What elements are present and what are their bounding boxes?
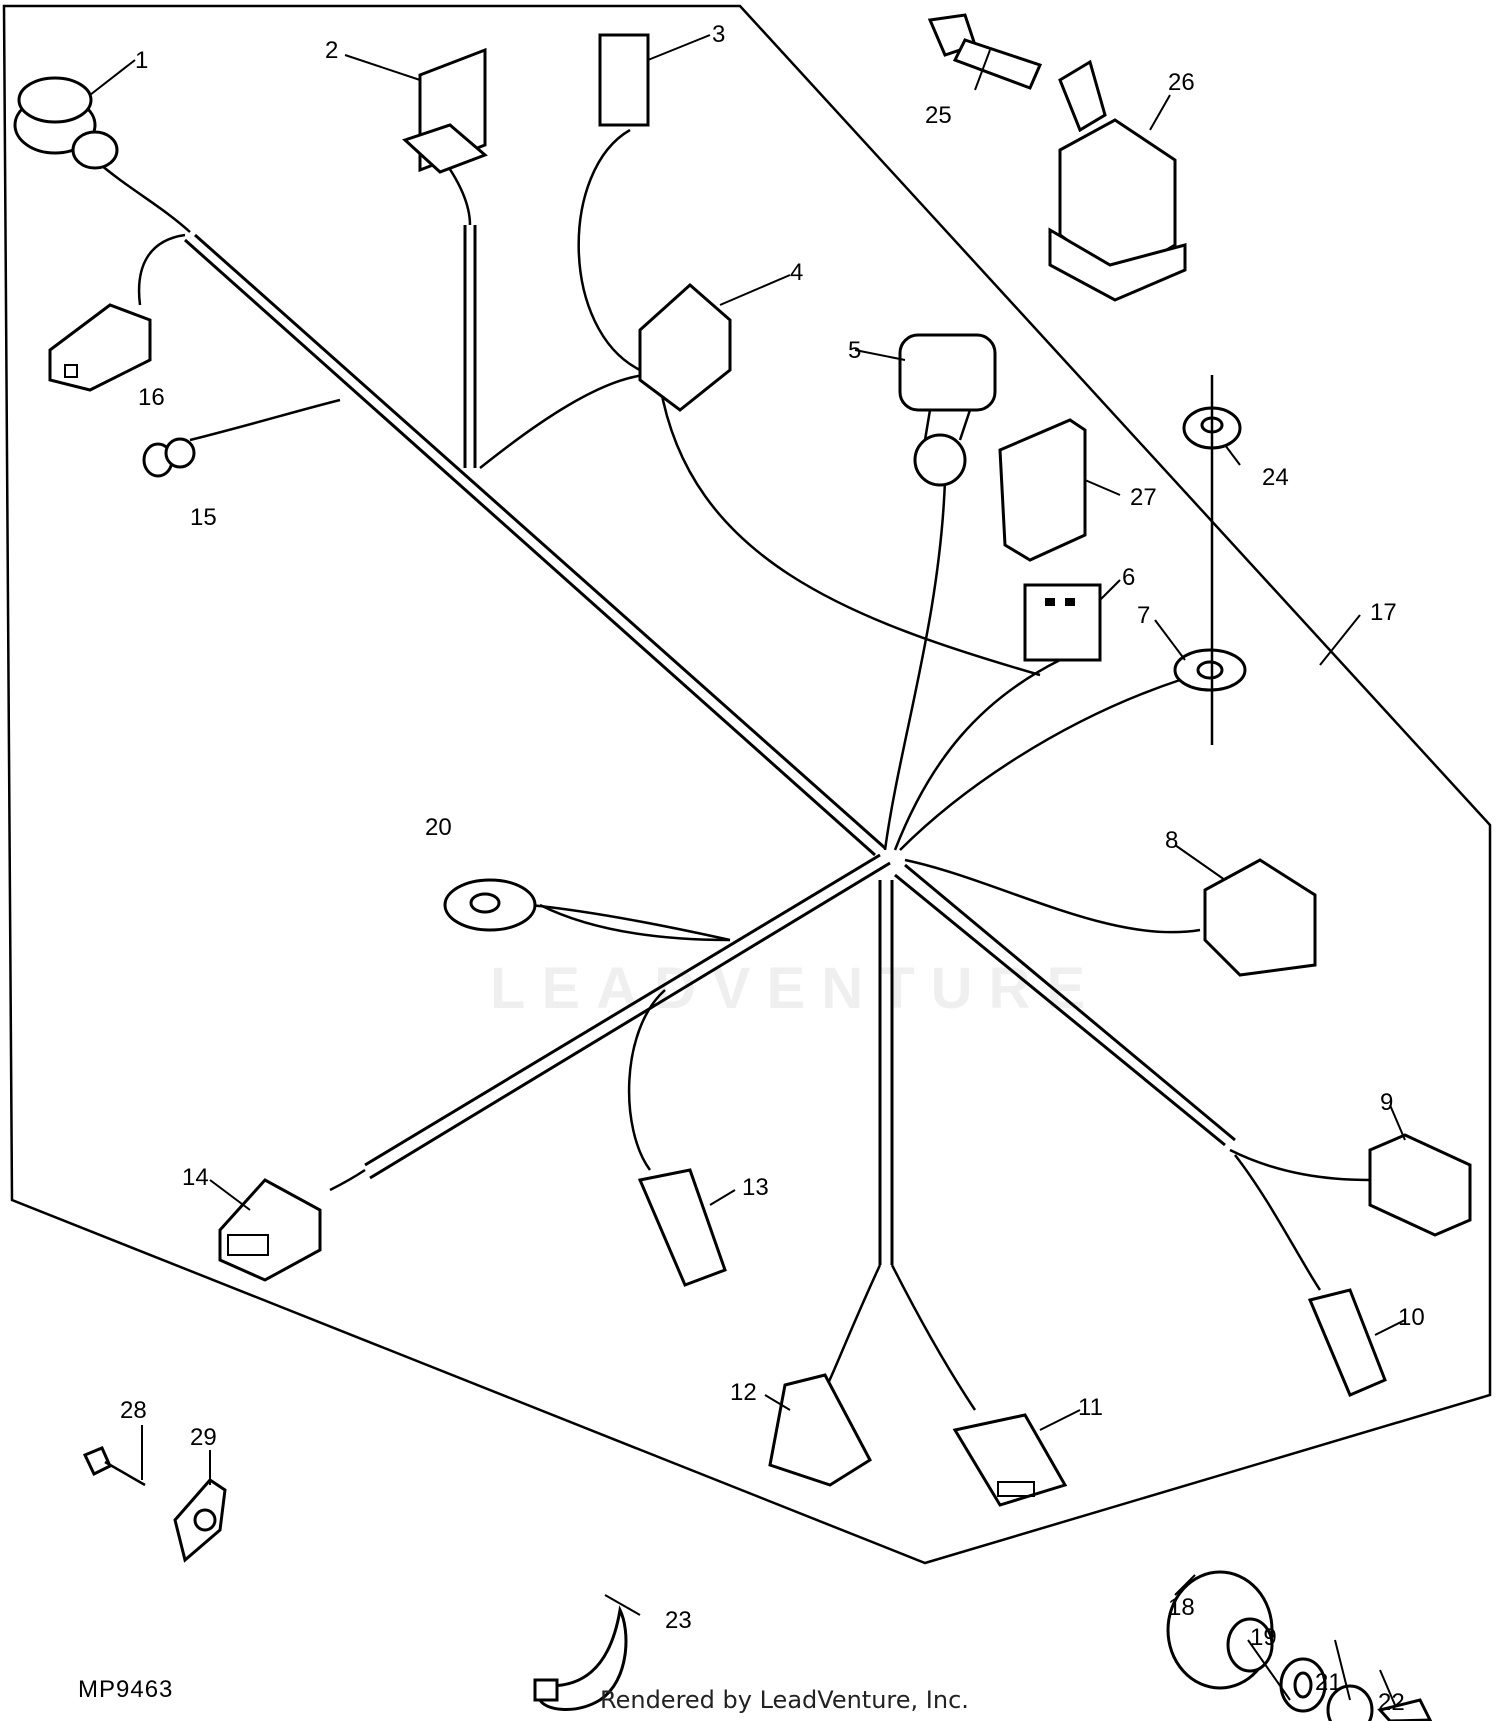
part-14-connector — [218, 1178, 322, 1282]
harness-trunk — [184, 225, 1236, 1265]
part-4-connector-block — [638, 282, 732, 412]
part-10-connector — [1307, 1288, 1387, 1397]
part-9-connector — [1368, 1133, 1472, 1237]
callout-16: 16 — [138, 384, 165, 411]
harness-group-outline — [2, 4, 1492, 1565]
callout-21: 21 — [1315, 1669, 1342, 1696]
callout-6: 6 — [1122, 564, 1135, 591]
callout-labels: 1 2 3 4 5 6 7 8 9 10 11 12 13 14 15 16 1… — [120, 21, 1425, 1716]
part-21-lock-washer — [1326, 1684, 1374, 1721]
part-12-connector — [768, 1373, 872, 1487]
part-3-connector — [598, 33, 650, 127]
callout-9: 9 — [1380, 1089, 1393, 1116]
part-22-key — [1377, 1698, 1433, 1721]
part-27-relay — [998, 418, 1087, 562]
callout-27: 27 — [1130, 484, 1157, 511]
callout-1: 1 — [135, 47, 148, 74]
part-19-nut — [1279, 1657, 1327, 1713]
callout-11: 11 — [1078, 1394, 1103, 1421]
callout-25: 25 — [925, 102, 952, 129]
callout-28: 28 — [120, 1397, 147, 1424]
part-11-connector — [952, 1413, 1068, 1507]
leader-lines — [89, 34, 1406, 1706]
part-24-nut — [1182, 375, 1242, 745]
callout-23: 23 — [665, 1607, 692, 1634]
callout-14: 14 — [182, 1164, 209, 1191]
callout-5: 5 — [848, 337, 861, 364]
part-25-bolt — [927, 13, 1043, 90]
callout-10: 10 — [1398, 1304, 1425, 1331]
callout-4: 4 — [790, 259, 803, 286]
part-20-ring-terminal — [443, 878, 537, 932]
callout-20: 20 — [425, 814, 452, 841]
part-7-ring-terminal — [1173, 648, 1247, 692]
part-26-relay-with-bracket — [1048, 59, 1187, 302]
callout-29: 29 — [190, 1424, 217, 1451]
part-1-cap-terminal — [13, 76, 119, 170]
part-23-wire-clip — [533, 1605, 628, 1711]
part-18-ignition-switch — [1166, 1570, 1274, 1690]
callout-2: 2 — [325, 37, 338, 64]
callout-26: 26 — [1168, 69, 1195, 96]
part-29-star-washer — [173, 1478, 227, 1563]
callout-3: 3 — [712, 21, 725, 48]
callout-12: 12 — [730, 1379, 757, 1406]
callout-13: 13 — [742, 1174, 769, 1201]
callout-19: 19 — [1250, 1624, 1277, 1651]
part-28-screw — [82, 1446, 146, 1487]
render-credit: Rendered by LeadVenture, Inc. — [600, 1686, 969, 1714]
callout-22: 22 — [1378, 1689, 1405, 1716]
part-2-bracket-connector — [402, 47, 488, 174]
part-6-socket — [1023, 583, 1102, 662]
diagram-id: MP9463 — [78, 1676, 174, 1703]
callout-15: 15 — [190, 504, 217, 531]
callout-7: 7 — [1137, 602, 1150, 629]
callout-8: 8 — [1165, 827, 1178, 854]
part-8-connector — [1203, 858, 1317, 977]
callout-24: 24 — [1262, 464, 1289, 491]
callout-18: 18 — [1168, 1594, 1195, 1621]
part-13-connector — [637, 1168, 727, 1287]
part-15-plug — [142, 437, 196, 478]
part-5-boot-connector — [898, 333, 997, 487]
callout-17: 17 — [1370, 599, 1397, 626]
part-16-connector — [48, 303, 152, 392]
watermark: LEADVENTURE — [490, 956, 1102, 1021]
